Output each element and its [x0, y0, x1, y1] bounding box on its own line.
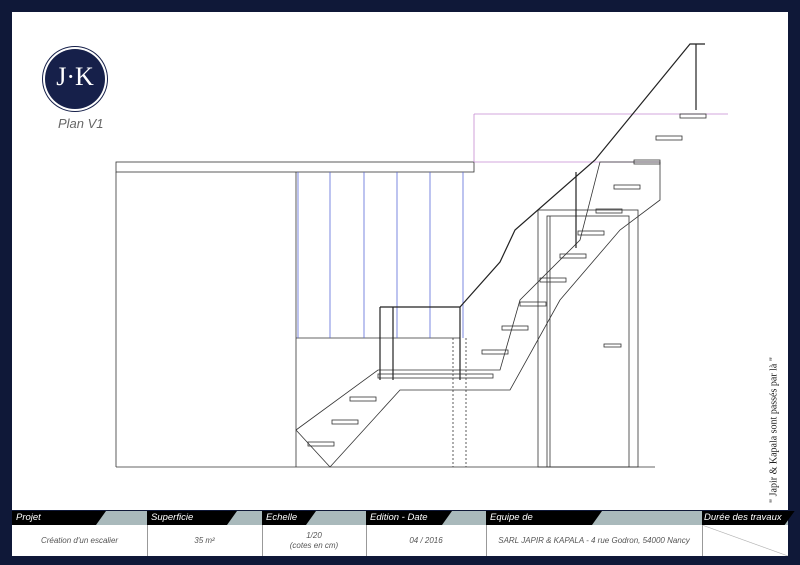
level-lines — [473, 113, 728, 163]
side-note: " Japir & Kapala sont passés par là " — [768, 357, 780, 503]
hidden-lines — [452, 338, 467, 467]
staircase-elevation-drawing — [115, 43, 728, 468]
cell-value — [702, 525, 788, 556]
header-label: Echelle — [262, 511, 316, 525]
header-label: Equipe de conception — [486, 511, 602, 525]
handrail — [379, 43, 705, 380]
header-label: Superficie — [147, 511, 237, 525]
header-label: Durée des travaux — [702, 511, 795, 525]
wall-panels — [297, 172, 464, 338]
header-label: Projet — [12, 511, 106, 525]
scale-value: 1/20 — [306, 530, 322, 540]
cell-value: SARL JAPIR & KAPALA - 4 rue Godron, 5400… — [498, 535, 690, 545]
cell-value: 04 / 2016 — [409, 535, 443, 545]
drawing-sheet: J·K Plan V1 — [12, 12, 788, 510]
scale-note: (cotes en cm) — [289, 540, 339, 550]
stair-treads — [307, 113, 707, 447]
stringer — [295, 161, 661, 468]
room-outline — [115, 161, 655, 468]
title-cell-superficie: Superficie 35 m² — [147, 511, 263, 556]
logo-text: J·K — [56, 62, 94, 91]
header-label: Edition - Date — [366, 511, 452, 525]
title-cell-edition: Edition - Date 04 / 2016 — [366, 511, 487, 556]
jk-logo: J·K — [45, 49, 105, 109]
title-cell-duree: Durée des travaux — [702, 511, 788, 556]
plan-label: Plan V1 — [58, 116, 104, 131]
cell-value: Création d'un escalier — [40, 535, 119, 545]
door-frame — [537, 209, 639, 468]
cell-value: 35 m² — [194, 535, 215, 545]
cell-value: 1/20(cotes en cm) — [262, 525, 366, 556]
